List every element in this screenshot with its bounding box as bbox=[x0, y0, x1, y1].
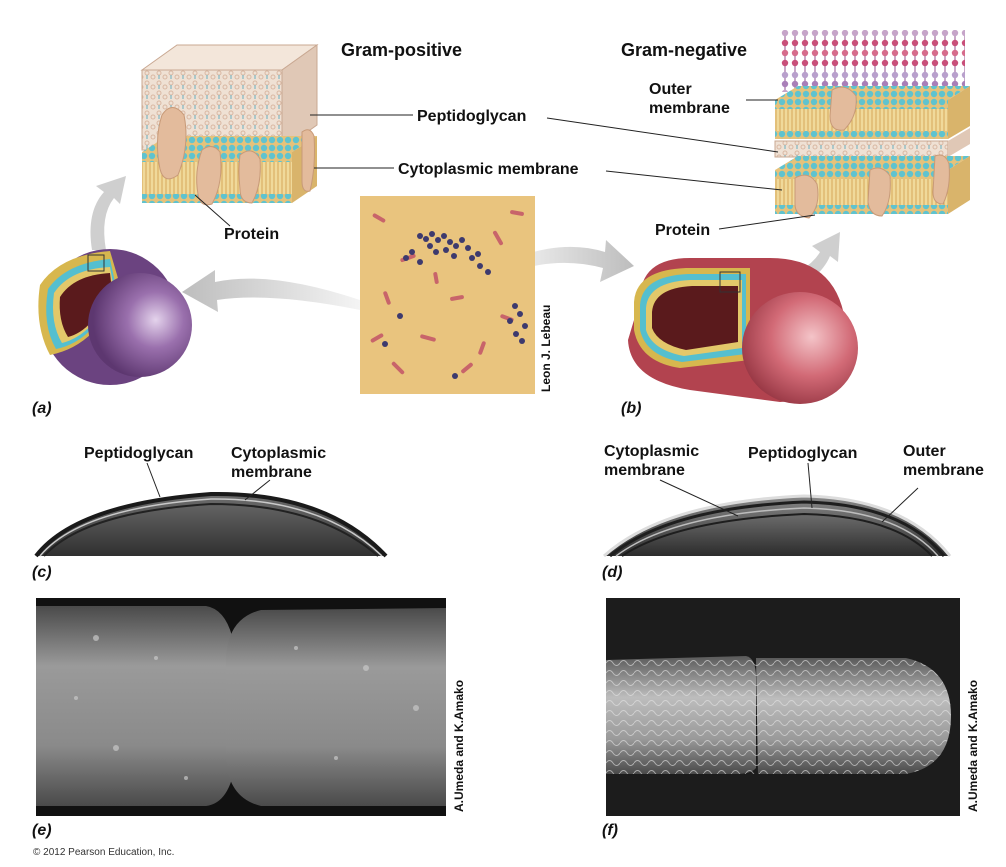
gram-positive-sem-image bbox=[36, 598, 446, 816]
gram-negative-sem-image bbox=[606, 598, 960, 816]
outer-membrane-label: Outer membrane bbox=[649, 81, 730, 117]
sem-e-credit: A.Umeda and K.Amako bbox=[452, 679, 466, 812]
gram-positive-cell-illustration bbox=[38, 249, 192, 385]
protein-label-left: Protein bbox=[224, 226, 280, 243]
d-peptidoglycan-label: Peptidoglycan bbox=[748, 445, 858, 462]
panel-label-b: (b) bbox=[621, 400, 642, 417]
arrow-to-gram-positive-cell bbox=[182, 270, 360, 312]
protein-shape bbox=[196, 146, 222, 206]
panel-label-e: (e) bbox=[32, 822, 52, 839]
lipopolysaccharide bbox=[780, 30, 965, 92]
gram-negative-envelope-diagram bbox=[774, 30, 970, 219]
c-peptidoglycan-label: Peptidoglycan bbox=[84, 445, 194, 462]
protein-shape bbox=[301, 129, 315, 192]
copyright-text: © 2012 Pearson Education, Inc. bbox=[33, 847, 175, 858]
panel-label-d: (d) bbox=[602, 564, 623, 581]
panel-label-a: (a) bbox=[32, 400, 52, 417]
c-cytoplasmic-membrane-label: Cytoplasmic membrane bbox=[231, 445, 327, 481]
gram-stain-micrograph bbox=[360, 196, 535, 394]
peptidoglycan-label: Peptidoglycan bbox=[417, 108, 527, 125]
protein-shape bbox=[867, 167, 891, 217]
gram-negative-cell-illustration bbox=[628, 258, 858, 404]
panel-label-c: (c) bbox=[32, 564, 52, 581]
gram-positive-envelope-diagram bbox=[140, 44, 319, 206]
gram-positive-header: Gram-positive bbox=[341, 40, 463, 60]
panel-label-f: (f) bbox=[602, 822, 618, 839]
protein-shape bbox=[238, 150, 261, 204]
protein-shape bbox=[156, 107, 187, 180]
protein-shape bbox=[829, 86, 857, 131]
d-outer-membrane-label: Outer membrane bbox=[903, 443, 984, 479]
protein-label-right: Protein bbox=[655, 222, 711, 239]
protein-shape bbox=[932, 154, 950, 205]
cytoplasmic-membrane-label: Cytoplasmic membrane bbox=[398, 161, 579, 178]
d-cytoplasmic-membrane-label: Cytoplasmic membrane bbox=[604, 443, 700, 479]
arrow-to-gram-negative-cell bbox=[505, 240, 634, 282]
gram-positive-tem-image bbox=[34, 491, 388, 558]
sem-f-credit: A.Umeda and K.Amako bbox=[966, 679, 980, 812]
protein-shape bbox=[794, 174, 819, 219]
arrow-up-left bbox=[90, 176, 126, 250]
gram-negative-header: Gram-negative bbox=[621, 40, 748, 60]
gram-negative-tem-image bbox=[602, 494, 952, 558]
